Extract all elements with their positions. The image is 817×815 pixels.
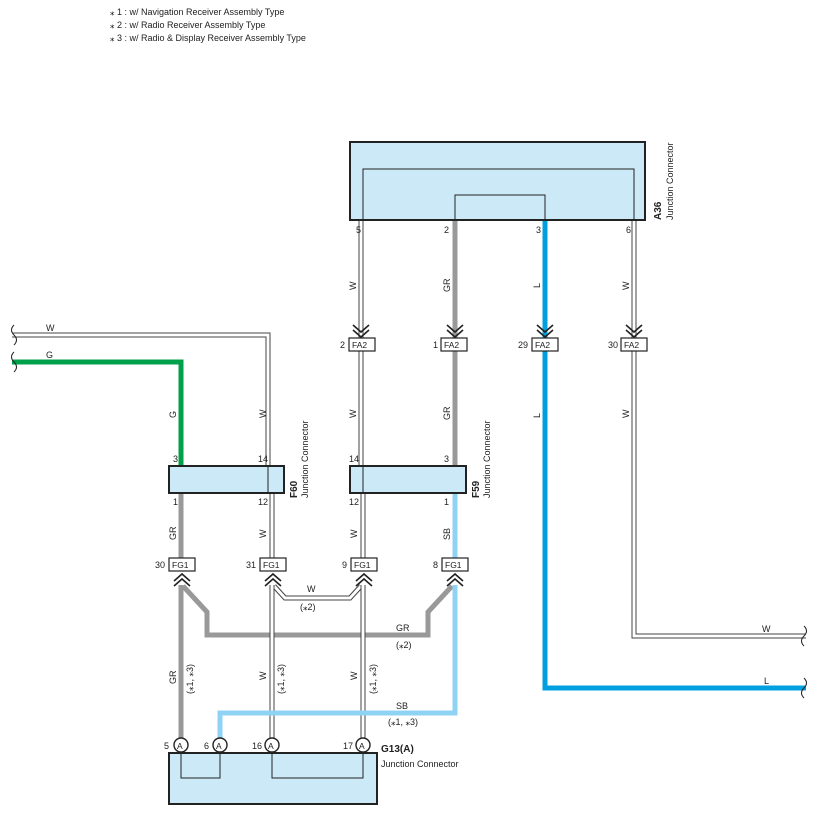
label-w-top-left: W (46, 323, 55, 333)
fg1-pin-30: 30 (155, 560, 165, 570)
label-l-a36-3: L (532, 283, 542, 288)
fg1-pin-8: 8 (433, 560, 438, 570)
label-w-f59-bottom: W (349, 529, 359, 538)
label-w-note2: W (307, 584, 316, 594)
f60-desc: Junction Connector (300, 420, 310, 498)
label-gr-note2: GR (396, 623, 410, 633)
label-w-a36-6: W (621, 281, 631, 290)
fa2-pin-29: 29 (518, 340, 528, 350)
fa2-pin-1: 1 (433, 340, 438, 350)
label-note2-gr: (⁎2) (396, 640, 412, 650)
f60-pin-1: 1 (173, 497, 178, 507)
label-note13-w16: (⁎1, ⁎3) (276, 664, 286, 694)
a36-id: A36 (653, 201, 664, 220)
wire-sb-fg1-8-g13-6 (217, 585, 458, 740)
a36-desc: Junction Connector (665, 142, 675, 220)
label-w-vertical-f60: W (258, 409, 268, 418)
f59-desc: Junction Connector (482, 420, 492, 498)
fa2-chevrons (352, 324, 643, 339)
fa2-label-2: FA2 (444, 340, 459, 350)
f59-id: F59 (471, 480, 482, 498)
fg1-chevrons (173, 572, 464, 587)
label-w-right-end: W (762, 624, 771, 634)
label-g-vertical: G (168, 411, 178, 418)
label-gr-f59-top: GR (442, 406, 452, 420)
label-w-lower-17: W (349, 671, 359, 680)
fa2-label-4: FA2 (624, 340, 639, 350)
fg1-pin-9: 9 (342, 560, 347, 570)
fa2-row: FA2 FA2 FA2 FA2 2 1 29 30 (340, 324, 648, 352)
fa2-pin-30: 30 (608, 340, 618, 350)
label-sb-f59-bottom: SB (442, 528, 452, 540)
note-2: ⁎ 2 : w/ Radio Receiver Assembly Type (110, 20, 266, 30)
f59-pin-12: 12 (349, 497, 359, 507)
wire-break-left (11, 324, 17, 373)
f59-pin-3: 3 (444, 454, 449, 464)
g13-letter-1: A (177, 741, 183, 751)
g13-letter-3: A (268, 741, 274, 751)
label-note13-w17: (⁎1, ⁎3) (368, 664, 378, 694)
label-l-mid: L (532, 413, 542, 418)
a36-pin-6: 6 (626, 225, 631, 235)
label-gr-lower: GR (168, 670, 178, 684)
f60-pin-14: 14 (258, 454, 268, 464)
connector-f59: 14 3 12 1 F59 Junction Connector (349, 420, 492, 507)
wire-labels: W G G W W GR L W W GR L W GR W W SB W (⁎… (46, 278, 771, 727)
a36-pin-2: 2 (444, 225, 449, 235)
note-1: ⁎ 1 : w/ Navigation Receiver Assembly Ty… (110, 7, 285, 17)
f60-id: F60 (289, 480, 300, 498)
label-g-top-left: G (46, 350, 53, 360)
wire-l-a36-3 (542, 221, 806, 691)
fg1-row: FG1 FG1 FG1 FG1 30 31 9 8 (155, 557, 469, 587)
label-gr-f60-bottom: GR (168, 526, 178, 540)
fa2-label-1: FA2 (352, 340, 367, 350)
label-sb-lower: SB (396, 701, 408, 711)
wire-w-a36-6 (631, 221, 806, 639)
label-w-a36-5: W (348, 281, 358, 290)
f60-pin-12: 12 (258, 497, 268, 507)
g13-pin-16: 16 (252, 741, 262, 751)
notes-legend: ⁎ 1 : w/ Navigation Receiver Assembly Ty… (110, 6, 306, 45)
f59-pin-1: 1 (444, 497, 449, 507)
connector-a36: 5 2 3 6 A36 Junction Connector (349, 141, 675, 235)
fg1-label-2: FG1 (263, 560, 280, 570)
label-w-right-mid: W (621, 409, 631, 418)
g13-letter-2: A (216, 741, 222, 751)
label-l-right-end: L (764, 676, 769, 686)
label-w-f59-top: W (348, 409, 358, 418)
connector-f60: 3 14 1 12 F60 Junction Connector (168, 420, 310, 507)
connector-g13: A A A A 5 6 16 17 G13(A) Junction Connec… (164, 737, 459, 805)
note-3: ⁎ 3 : w/ Radio & Display Receiver Assemb… (110, 33, 306, 43)
wire-gr-note2-loop (181, 584, 454, 638)
fa2-pin-2: 2 (340, 340, 345, 350)
f60-pin-3: 3 (173, 454, 178, 464)
g13-id: G13(A) (381, 744, 414, 755)
g13-pin-5: 5 (164, 741, 169, 751)
f59-pin-14: 14 (349, 454, 359, 464)
wire-w-note2-link (272, 584, 363, 601)
a36-pin-5: 5 (356, 225, 361, 235)
label-w-f60-bottom: W (258, 529, 268, 538)
fg1-pin-31: 31 (246, 560, 256, 570)
label-note13-gr: (⁎1, ⁎3) (185, 664, 195, 694)
wire-g-left (12, 359, 184, 465)
fa2-label-3: FA2 (535, 340, 550, 350)
g13-letter-4: A (359, 741, 365, 751)
label-gr-a36-2: GR (442, 278, 452, 292)
label-note2-w: (⁎2) (300, 602, 316, 612)
fg1-label-1: FG1 (172, 560, 189, 570)
label-w-lower-16: W (258, 671, 268, 680)
label-note13-sb: (⁎1, ⁎3) (388, 717, 418, 727)
g13-desc: Junction Connector (381, 759, 459, 769)
g13-pin-6: 6 (204, 741, 209, 751)
fg1-label-4: FG1 (445, 560, 462, 570)
fg1-label-3: FG1 (354, 560, 371, 570)
g13-pin-17: 17 (343, 741, 353, 751)
a36-pin-3: 3 (536, 225, 541, 235)
wire-w-left-top (12, 332, 271, 470)
wire-break-right (801, 625, 807, 699)
